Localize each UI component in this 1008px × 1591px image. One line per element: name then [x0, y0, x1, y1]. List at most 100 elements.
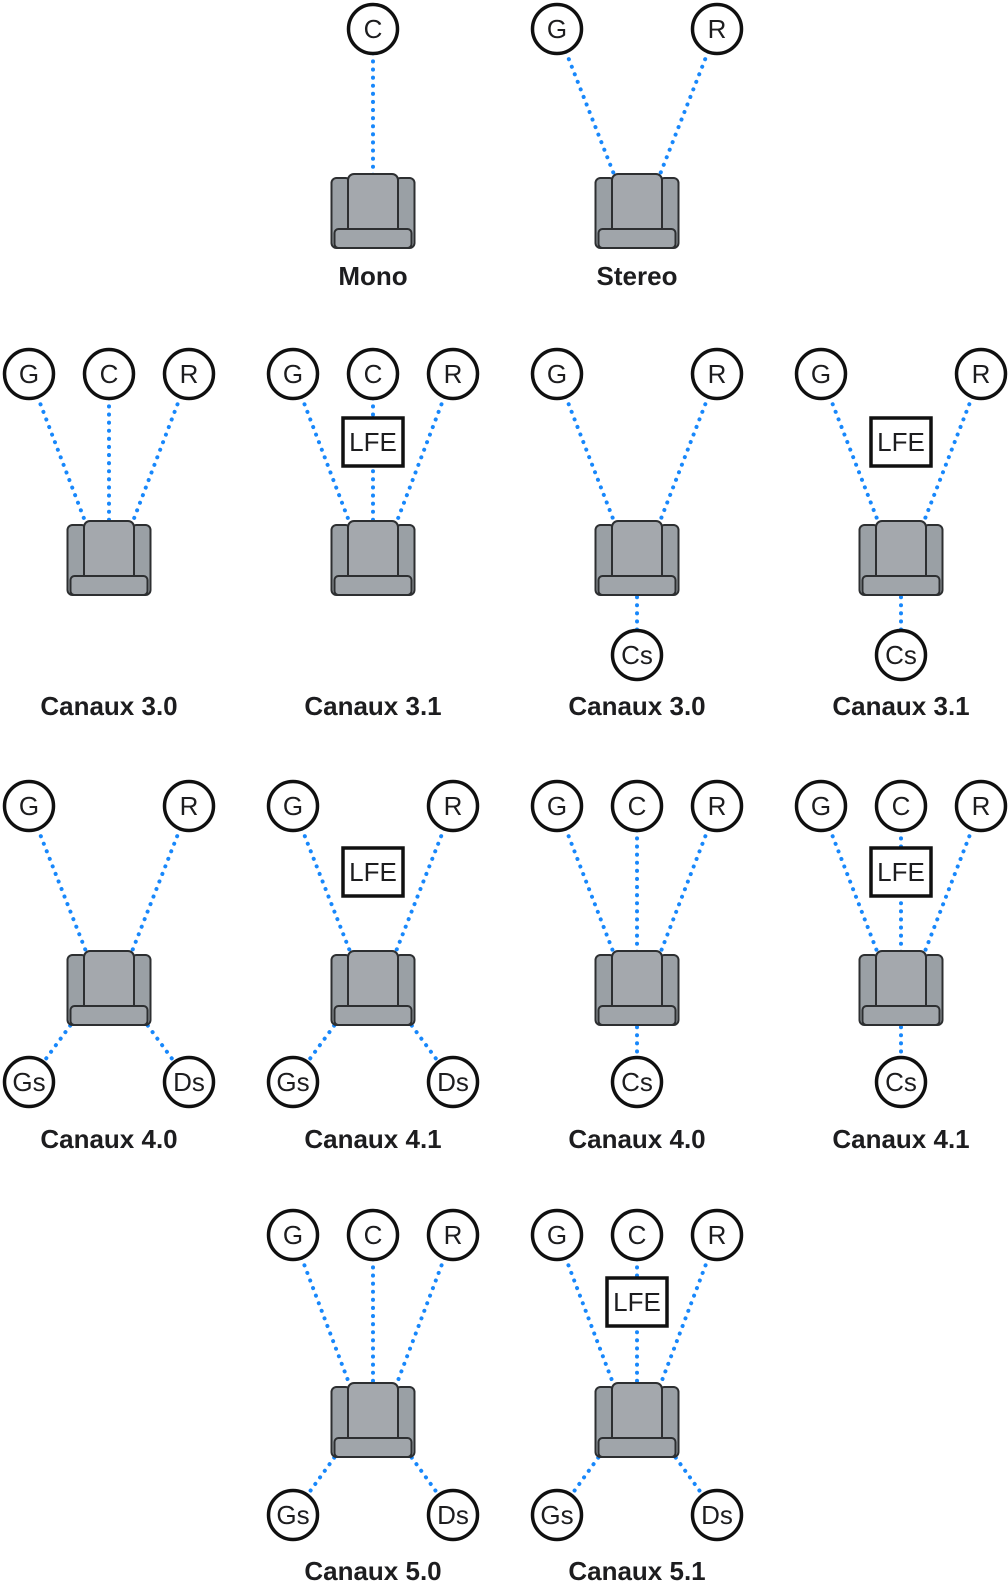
- speaker-circle: [530, 1208, 584, 1262]
- listener-chair: [66, 520, 152, 596]
- speaker-circle: [794, 347, 848, 401]
- lfe-box: [869, 846, 933, 898]
- speaker-node-r: R: [162, 347, 216, 401]
- speaker-label: Ds: [173, 1067, 205, 1097]
- speaker-node-g: G: [530, 1208, 584, 1262]
- audio-link-r: [656, 804, 719, 961]
- speaker-circle: [266, 347, 320, 401]
- speaker-circle: [266, 1208, 320, 1262]
- speaker-label: G: [547, 1220, 567, 1250]
- listener-chair: [330, 520, 416, 596]
- audio-link-r: [127, 804, 191, 961]
- audio-link-g: [819, 372, 883, 531]
- speaker-label: C: [100, 359, 119, 389]
- speaker-node-c: C: [346, 347, 400, 401]
- speaker-node-r: R: [690, 779, 744, 833]
- speaker-label: Ds: [701, 1500, 733, 1530]
- speaker-circle: [690, 1208, 744, 1262]
- chair-seat-cushion: [333, 575, 413, 596]
- speaker-label: R: [972, 359, 991, 389]
- speaker-circle: [954, 347, 1008, 401]
- lfe-label: LFE: [877, 427, 925, 457]
- audio-link-r: [128, 372, 191, 531]
- speaker-label: Ds: [437, 1500, 469, 1530]
- speaker-node-g: G: [530, 347, 584, 401]
- speaker-circle: [690, 347, 744, 401]
- speaker-node-cs: Cs: [874, 628, 928, 682]
- listener-chair: [594, 950, 680, 1026]
- chair-seat-cushion: [333, 228, 413, 249]
- speaker-circle: [874, 779, 928, 833]
- chair-seat-cushion: [861, 1005, 941, 1026]
- speaker-node-gs: Gs: [2, 1055, 56, 1109]
- speaker-circle: [426, 1208, 480, 1262]
- speaker-circle: [346, 1208, 400, 1262]
- speaker-node-r: R: [426, 1208, 480, 1262]
- speaker-label: C: [628, 1220, 647, 1250]
- speaker-node-r: R: [162, 779, 216, 833]
- audio-link-r: [655, 27, 719, 184]
- speaker-circle: [610, 628, 664, 682]
- speaker-circle: [610, 1055, 664, 1109]
- speaker-node-g: G: [266, 779, 320, 833]
- audio-link-g: [555, 804, 618, 961]
- lfe-box: [605, 1276, 669, 1328]
- speaker-label: G: [283, 791, 303, 821]
- lfe-label: LFE: [349, 427, 397, 457]
- audio-link-g: [27, 804, 91, 961]
- diagram-mono: C Mono: [330, 2, 416, 291]
- speaker-label: G: [547, 14, 567, 44]
- diagram-caption: Canaux 3.1: [304, 691, 441, 721]
- diagram-caption: Canaux 5.0: [304, 1556, 441, 1586]
- speaker-node-g: G: [794, 347, 848, 401]
- speaker-node-gs: Gs: [266, 1055, 320, 1109]
- diagram-caption: Canaux 4.1: [304, 1124, 441, 1154]
- speaker-circle: [2, 347, 56, 401]
- speaker-node-r: R: [426, 779, 480, 833]
- speaker-circle: [610, 1208, 664, 1262]
- speaker-node-r: R: [954, 779, 1008, 833]
- chair-seat-cushion: [597, 575, 677, 596]
- speaker-label: G: [283, 359, 303, 389]
- chair-seat-cushion: [69, 575, 149, 596]
- diagram-caption: Canaux 3.0: [40, 691, 177, 721]
- diagram-caption: Stereo: [597, 261, 678, 291]
- audio-link-r: [391, 804, 455, 961]
- speaker-label: R: [444, 791, 463, 821]
- speaker-label: C: [628, 791, 647, 821]
- speaker-label: R: [708, 1220, 727, 1250]
- speaker-label: G: [811, 791, 831, 821]
- lfe-label: LFE: [613, 1287, 661, 1317]
- speaker-circle: [266, 1488, 320, 1542]
- listener-chair: [66, 950, 152, 1026]
- diagram-caption: Canaux 3.1: [832, 691, 969, 721]
- speaker-circle: [530, 1488, 584, 1542]
- speaker-label: Ds: [437, 1067, 469, 1097]
- diagram-caption: Mono: [338, 261, 407, 291]
- speaker-label: Cs: [885, 1067, 917, 1097]
- speaker-label: R: [444, 1220, 463, 1250]
- speaker-label: C: [364, 14, 383, 44]
- speaker-label: G: [547, 359, 567, 389]
- speaker-circle: [346, 2, 400, 56]
- diagram-caption: Canaux 3.0: [568, 691, 705, 721]
- listener-chair: [594, 173, 680, 249]
- speaker-node-gs: Gs: [266, 1488, 320, 1542]
- speaker-node-g: G: [530, 779, 584, 833]
- listener-chair: [594, 520, 680, 596]
- speaker-node-r: R: [690, 2, 744, 56]
- lfe-box: [341, 846, 405, 898]
- audio-link-g: [555, 372, 619, 531]
- speaker-circle: [530, 2, 584, 56]
- lfe-label: LFE: [877, 857, 925, 887]
- diagram-caption: Canaux 5.1: [568, 1556, 705, 1586]
- speaker-node-cs: Cs: [610, 1055, 664, 1109]
- speaker-node-g: G: [266, 347, 320, 401]
- audio-link-r: [392, 1233, 455, 1393]
- speaker-node-cs: Cs: [874, 1055, 928, 1109]
- chair-seat-cushion: [597, 228, 677, 249]
- audio-link-g: [291, 372, 354, 531]
